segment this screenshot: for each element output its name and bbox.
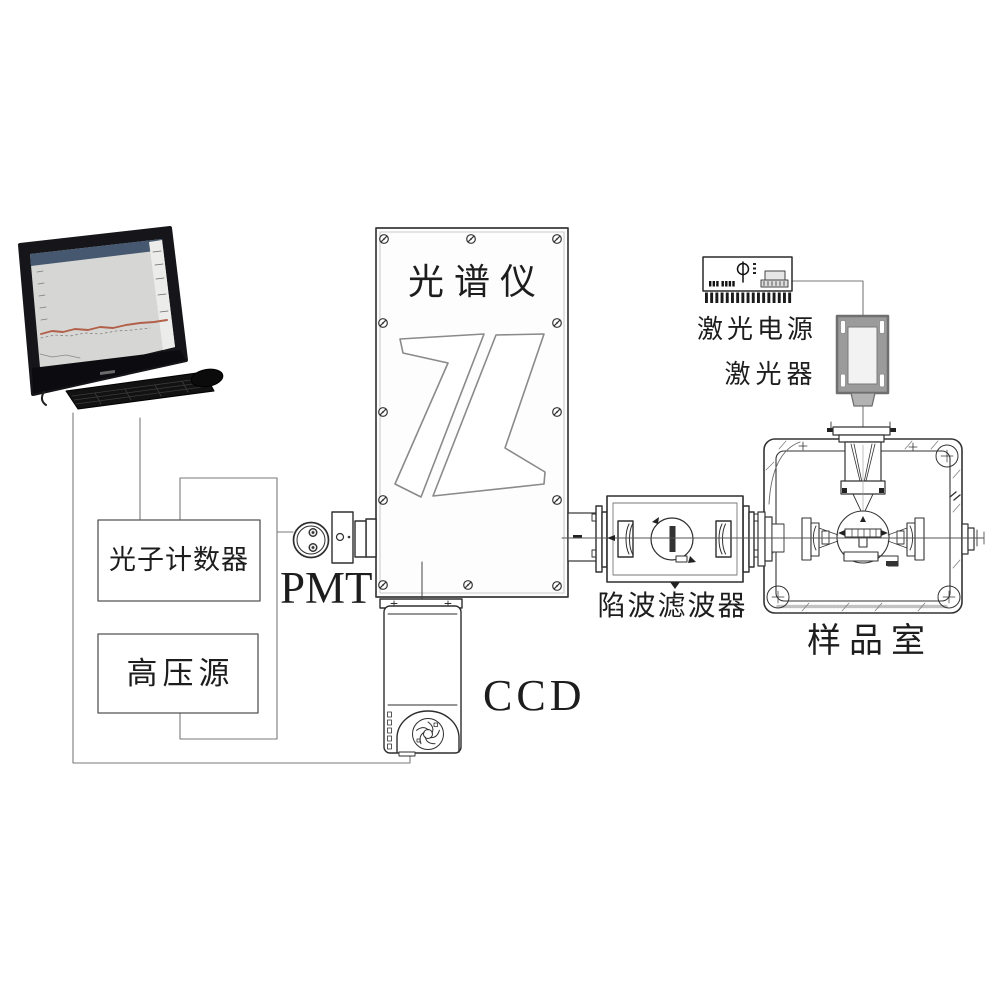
mouse bbox=[190, 368, 224, 388]
collection-lens-left bbox=[801, 517, 839, 561]
collection-lens-right bbox=[887, 517, 925, 561]
right-port-flange bbox=[949, 491, 978, 555]
monitor-screen bbox=[30, 239, 175, 379]
keyboard bbox=[65, 371, 215, 410]
fan-icon bbox=[412, 718, 444, 750]
laser-power-supply-device bbox=[702, 256, 793, 303]
laser-power-label: 激光电源 bbox=[696, 315, 817, 344]
notch-filter-label: 陷波滤波器 bbox=[597, 591, 748, 622]
pmt-device bbox=[292, 511, 377, 564]
corner-bolts bbox=[766, 444, 961, 609]
laser-label: 激光器 bbox=[724, 360, 818, 389]
high-voltage-box bbox=[97, 633, 259, 714]
entry-optics bbox=[827, 421, 896, 513]
photon-counter-box bbox=[97, 519, 261, 602]
photon-counter-label: 光子计数器 bbox=[109, 545, 249, 575]
dip-switches bbox=[709, 281, 735, 287]
spectrometer-box bbox=[375, 227, 599, 623]
zolix-logo bbox=[394, 333, 546, 498]
spectrometer-label: 光谱仪 bbox=[407, 262, 546, 302]
power-symbol-icon bbox=[736, 261, 750, 283]
notch-filter-device bbox=[591, 495, 759, 589]
optical-axis bbox=[561, 531, 985, 545]
laser-device bbox=[835, 314, 890, 407]
signal-wires bbox=[72, 280, 864, 764]
laser-nozzle bbox=[850, 392, 876, 407]
screen-titlebar bbox=[30, 239, 163, 266]
heatsink-fins bbox=[705, 292, 792, 303]
screen-spectrum-trace bbox=[40, 319, 168, 335]
high-voltage-label: 高压源 bbox=[126, 656, 235, 691]
sample-stage bbox=[836, 510, 899, 567]
screen-side-panel bbox=[149, 240, 175, 350]
computer bbox=[18, 226, 224, 410]
ccd-camera bbox=[379, 598, 463, 757]
left-port-flange bbox=[757, 511, 785, 567]
ccd-label: CCD bbox=[483, 671, 586, 720]
sample-chamber-device bbox=[757, 421, 978, 614]
pmt-label: PMT bbox=[280, 563, 373, 613]
sample-chamber-label: 样品室 bbox=[807, 623, 933, 660]
